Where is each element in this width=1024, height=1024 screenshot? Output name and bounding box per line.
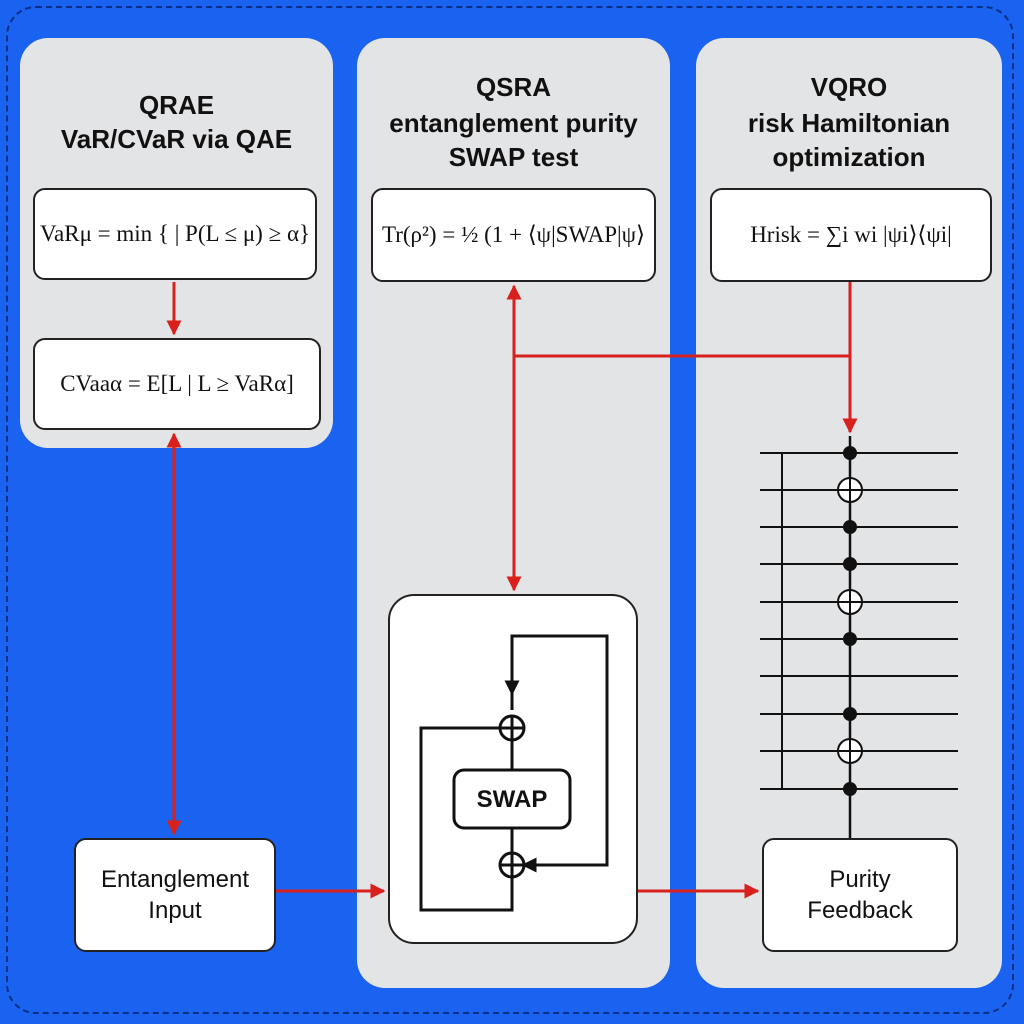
qsra-subtitle-1: entanglement purity (389, 108, 638, 138)
qrae-title: QRAE (138, 90, 215, 120)
control-dot (843, 632, 857, 646)
control-dot (843, 782, 857, 796)
vqro-subtitle-2: optimization (772, 142, 926, 172)
vqro-subtitle-1: risk Hamiltonian (747, 108, 951, 138)
purity-formula-box: Tr(ρ²) = ½ (1 + ⟨ψ|SWAP|ψ⟩ (371, 188, 656, 282)
vqro-title: VQRO (810, 72, 888, 102)
entanglement-input-box: Entanglement Input (74, 838, 276, 952)
hamiltonian-formula: Hrisk = ∑i wi |ψi⟩⟨ψi| (750, 222, 952, 247)
hamiltonian-formula-box: Hrisk = ∑i wi |ψi⟩⟨ψi| (710, 188, 992, 282)
outer-dashed-frame (6, 6, 1014, 1014)
var-formula-box: VaRμ = min { | P(L ≤ μ) ≥ α} (33, 188, 317, 280)
control-dot (843, 446, 857, 460)
control-dot (843, 520, 857, 534)
cvar-formula: CVaaα = E[L | L ≥ VaRα] (60, 371, 294, 396)
purity-feedback-label: Purity Feedback (807, 866, 913, 924)
qrae-subtitle: VaR/CVaR via QAE (60, 124, 293, 154)
control-dot (843, 707, 857, 721)
entanglement-input-label: Entanglement Input (100, 866, 250, 924)
swap-test-circuit (419, 634, 609, 912)
qsra-title: QSRA (475, 72, 552, 102)
var-formula: VaRμ = min { | P(L ≤ μ) ≥ α} (39, 221, 311, 246)
vqro-gates (837, 446, 863, 796)
purity-feedback-box: Purity Feedback (762, 838, 958, 952)
cvar-formula-box: CVaaα = E[L | L ≥ VaRα] (33, 338, 321, 430)
control-dot (843, 557, 857, 571)
qsra-subtitle-2: SWAP test (448, 142, 579, 172)
purity-formula: Tr(ρ²) = ½ (1 + ⟨ψ|SWAP|ψ⟩ (382, 222, 645, 247)
swap-gate-label: SWAP (477, 786, 548, 813)
